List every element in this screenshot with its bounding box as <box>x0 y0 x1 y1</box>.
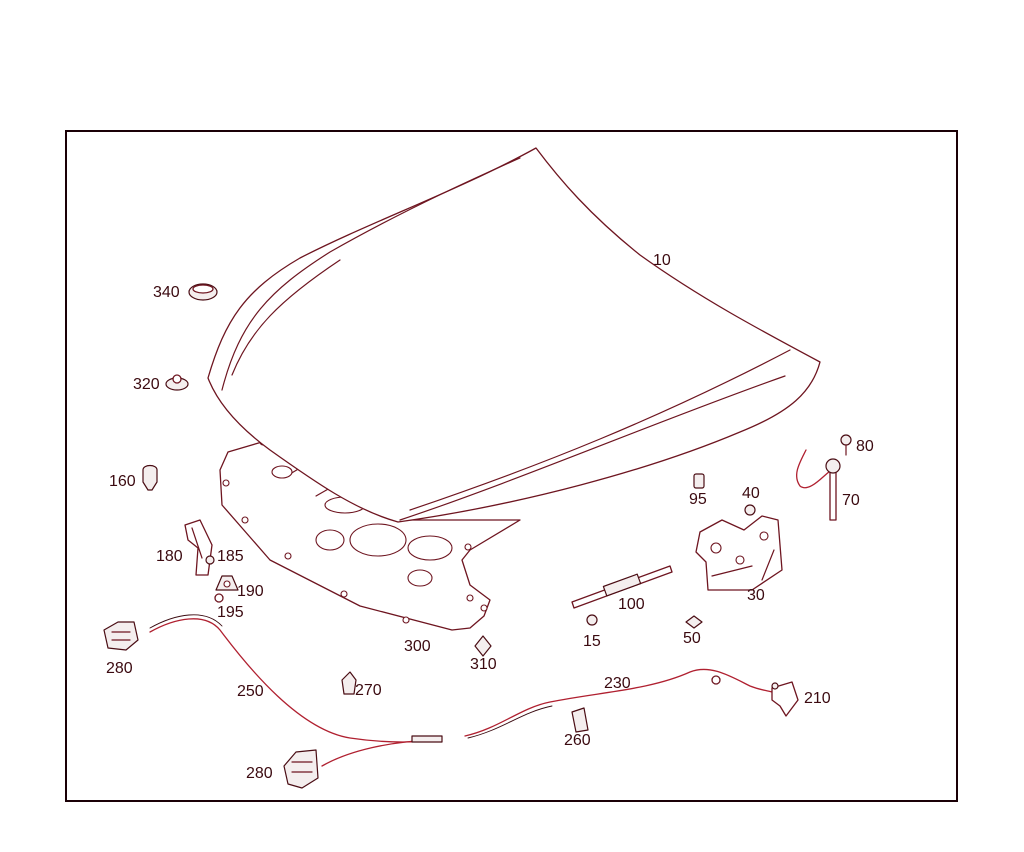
callout-340: 340 <box>153 284 180 301</box>
clip-310 <box>474 635 492 657</box>
callout-280-bottom: 280 <box>246 765 273 782</box>
clip-160 <box>142 464 158 491</box>
bolt-185 <box>205 555 215 565</box>
callout-70: 70 <box>842 492 860 509</box>
release-lever-210 <box>771 681 799 717</box>
callout-30: 30 <box>747 587 765 604</box>
bolt-15 <box>586 614 598 626</box>
release-handle-280-bottom <box>283 749 319 789</box>
callout-40: 40 <box>742 485 760 502</box>
diagram-frame <box>65 130 958 802</box>
release-handle-280-left <box>103 621 139 651</box>
callout-250: 250 <box>237 683 264 700</box>
callout-310: 310 <box>470 656 497 673</box>
callout-260: 260 <box>564 732 591 749</box>
release-cable-250 <box>149 614 443 767</box>
engine-hood <box>207 147 821 523</box>
gas-strut-100 <box>571 565 673 609</box>
nut-195 <box>214 593 224 603</box>
sensor-70 <box>796 449 841 521</box>
callout-160: 160 <box>109 473 136 490</box>
buffer-320 <box>165 374 189 391</box>
hood-insulation-mat <box>219 438 521 631</box>
buffer-190 <box>215 575 239 591</box>
bolt-50 <box>685 615 703 629</box>
bracket-180 <box>184 519 213 576</box>
callout-210: 210 <box>804 690 831 707</box>
hood-hinge-30 <box>695 515 783 591</box>
cable-holder-260 <box>571 707 589 733</box>
callout-labels: 10 15 30 40 50 70 80 95 100 160 180 185 … <box>106 252 874 782</box>
callout-195: 195 <box>217 604 244 621</box>
callout-50: 50 <box>683 630 701 647</box>
clip-95 <box>693 473 705 489</box>
callout-10: 10 <box>653 252 671 269</box>
bolt-80 <box>840 434 852 456</box>
callout-280-left: 280 <box>106 660 133 677</box>
callout-190: 190 <box>237 583 264 600</box>
callout-80: 80 <box>856 438 874 455</box>
clip-270 <box>341 671 357 695</box>
callout-180: 180 <box>156 548 183 565</box>
callout-100: 100 <box>618 596 645 613</box>
release-cable-230 <box>464 668 773 739</box>
bolt-40 <box>744 504 756 516</box>
callout-270: 270 <box>355 682 382 699</box>
callout-185: 185 <box>217 548 244 565</box>
grommet-340 <box>188 283 218 301</box>
callout-95: 95 <box>689 491 707 508</box>
callout-320: 320 <box>133 376 160 393</box>
callout-300: 300 <box>404 638 431 655</box>
callout-230: 230 <box>604 675 631 692</box>
callout-15: 15 <box>583 633 601 650</box>
